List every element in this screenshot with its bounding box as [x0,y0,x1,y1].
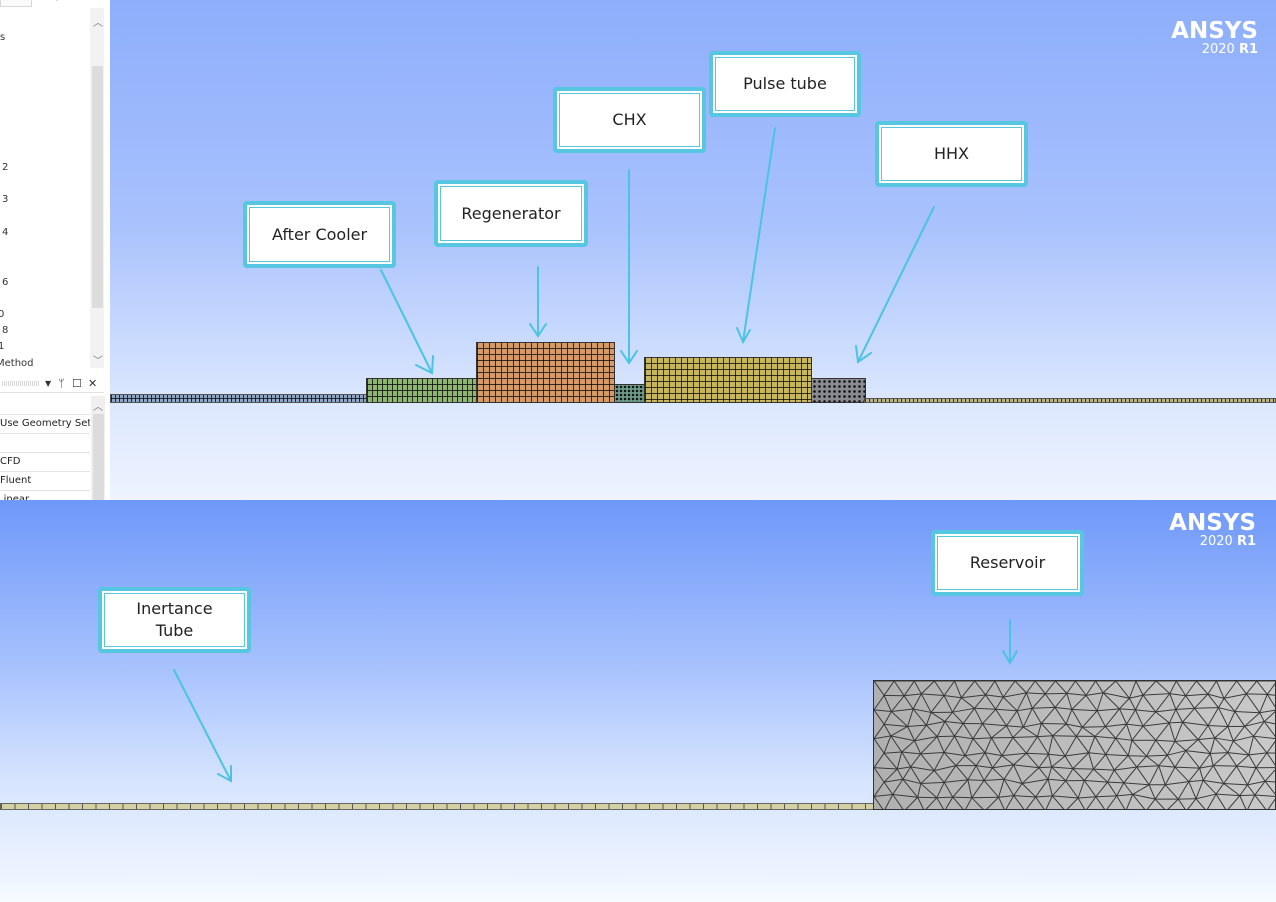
details-panel-header: ▼ ᛘ ☐ ✕ [0,376,104,393]
tree-item[interactable]: 3 [2,194,9,205]
callout-pulse-tube: Pulse tube [709,51,861,117]
logo-version: 2020 [1199,534,1233,549]
logo-version: 2020 [1201,42,1235,57]
tree-item[interactable]: 6 [2,277,9,288]
details-row[interactable]: Fluent [0,472,90,491]
logo-brand: ANSYS [1169,510,1256,536]
scrollbar-thumb[interactable] [93,414,104,500]
tree-item[interactable]: Method [0,358,34,369]
tree-item[interactable]: s [0,32,6,43]
callout-hhx: HHX [875,121,1028,187]
callout-after-cooler: After Cooler [243,201,396,268]
details-row[interactable] [0,396,90,415]
tree-item[interactable]: 8 [2,325,9,336]
drag-handle[interactable] [2,381,40,386]
callout-label: After Cooler [247,205,392,264]
tree-item[interactable]: 4 [2,227,9,238]
mesh-hhx[interactable] [811,378,866,403]
mesh-reservoir[interactable] [873,680,1276,810]
dropdown-icon[interactable]: ▼ [45,379,52,388]
arrow-reservoir [1002,619,1018,665]
tree-item[interactable]: 1 [0,341,5,352]
ansys-logo: ANSYS 2020 R1 [1171,20,1258,57]
mesh-after-cooler[interactable] [366,378,478,403]
details-row[interactable] [0,434,90,453]
mesh-regenerator[interactable] [476,342,615,403]
arrow-hhx [855,206,935,364]
callout-label: Inertance Tube [102,591,247,649]
outline-sidebar: ▾ s 2 3 4 6 0 8 1 Method ︿ ﹀ ▼ ᛘ ☐ ✕ Use… [0,0,111,500]
logo-release: R1 [1238,42,1258,57]
maximize-icon[interactable]: ☐ [72,377,82,390]
scrollbar-thumb[interactable] [92,66,103,308]
mesh-pulse-tube[interactable] [644,357,812,403]
callout-regenerator: Regenerator [434,180,588,247]
callout-label: Reservoir [935,534,1080,592]
arrow-after-cooler [380,269,434,375]
details-row[interactable]: CFD [0,453,90,472]
scroll-up-icon[interactable]: ︿ [93,18,103,29]
details-scrollbar[interactable]: ︿ [91,396,105,500]
scroll-down-icon[interactable]: ﹀ [93,356,103,367]
tree-item[interactable]: 2 [2,162,9,173]
tree-item[interactable]: 0 [0,309,5,320]
pin-icon[interactable]: ᛘ [58,377,65,390]
arrow-inertance-tube [173,669,232,783]
logo-release: R1 [1236,534,1256,549]
callout-label: Pulse tube [713,55,857,113]
arrow-chx [620,169,638,365]
scroll-up-icon[interactable]: ︿ [93,402,103,413]
callout-label: CHX [557,91,702,149]
ansys-logo: ANSYS 2020 R1 [1169,512,1256,549]
arrow-regenerator [529,266,547,338]
details-row[interactable]: Use Geometry Set... [0,415,90,434]
arrow-pulse-tube [736,127,776,345]
mesh-chx[interactable] [614,384,646,403]
top-panel: ▾ s 2 3 4 6 0 8 1 Method ︿ ﹀ ▼ ᛘ ☐ ✕ Use… [0,0,1276,500]
callout-chx: CHX [553,87,706,153]
callout-label: Regenerator [438,184,584,243]
reservoir-triangulation [874,681,1275,809]
callout-reservoir: Reservoir [931,530,1084,596]
toolbar-tab[interactable] [0,0,32,7]
details-table: Use Geometry Set... CFD Fluent Linear [0,396,90,500]
dropdown-icon[interactable]: ▾ [55,0,59,3]
outline-scrollbar[interactable] [90,8,104,368]
close-icon[interactable]: ✕ [88,377,98,390]
callout-inertance-tube: Inertance Tube [98,587,251,653]
details-row[interactable]: Linear [0,491,90,500]
callout-label: HHX [879,125,1024,183]
logo-brand: ANSYS [1171,18,1258,44]
